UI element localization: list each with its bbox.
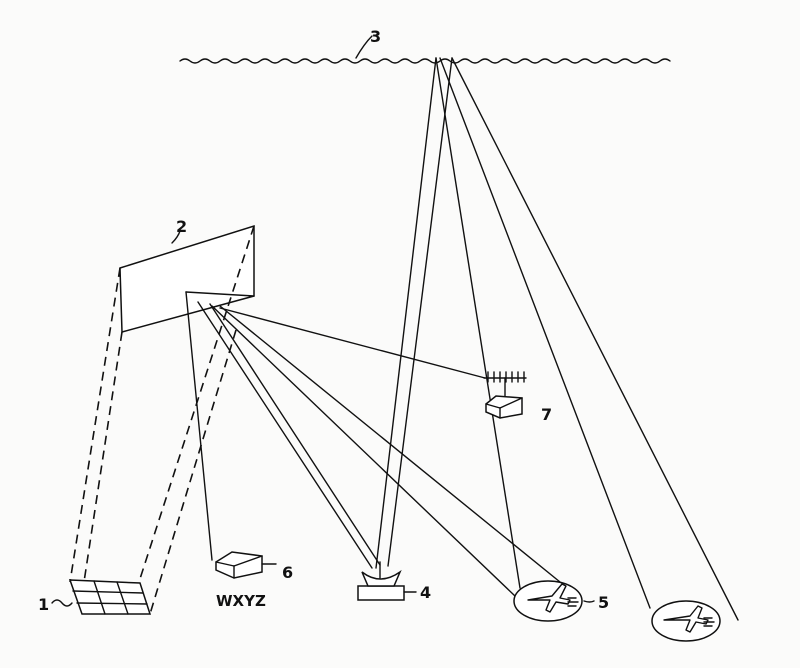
label-ref2: 2 xyxy=(176,217,187,236)
label-station: WXYZ xyxy=(216,592,266,610)
label-ref3: 3 xyxy=(370,27,381,46)
array-grid xyxy=(51,579,152,615)
label-ref5: 5 xyxy=(598,593,609,612)
dashed-projection xyxy=(69,225,255,615)
airplane-circle-1 xyxy=(513,580,583,622)
leader-5 xyxy=(583,600,595,603)
label-ref7: 7 xyxy=(541,405,552,424)
dish-antenna xyxy=(357,561,417,601)
label-ref4: 4 xyxy=(420,583,431,602)
label-ref1: 1 xyxy=(38,595,49,614)
label-ref6: 6 xyxy=(282,563,293,582)
sky-line xyxy=(179,35,671,64)
reflector-panel xyxy=(119,224,255,333)
house-antenna xyxy=(483,371,527,419)
airplane-circle-2 xyxy=(651,600,721,642)
sky-beams xyxy=(375,57,739,621)
station-building xyxy=(215,551,277,579)
beam-lines xyxy=(185,291,561,597)
